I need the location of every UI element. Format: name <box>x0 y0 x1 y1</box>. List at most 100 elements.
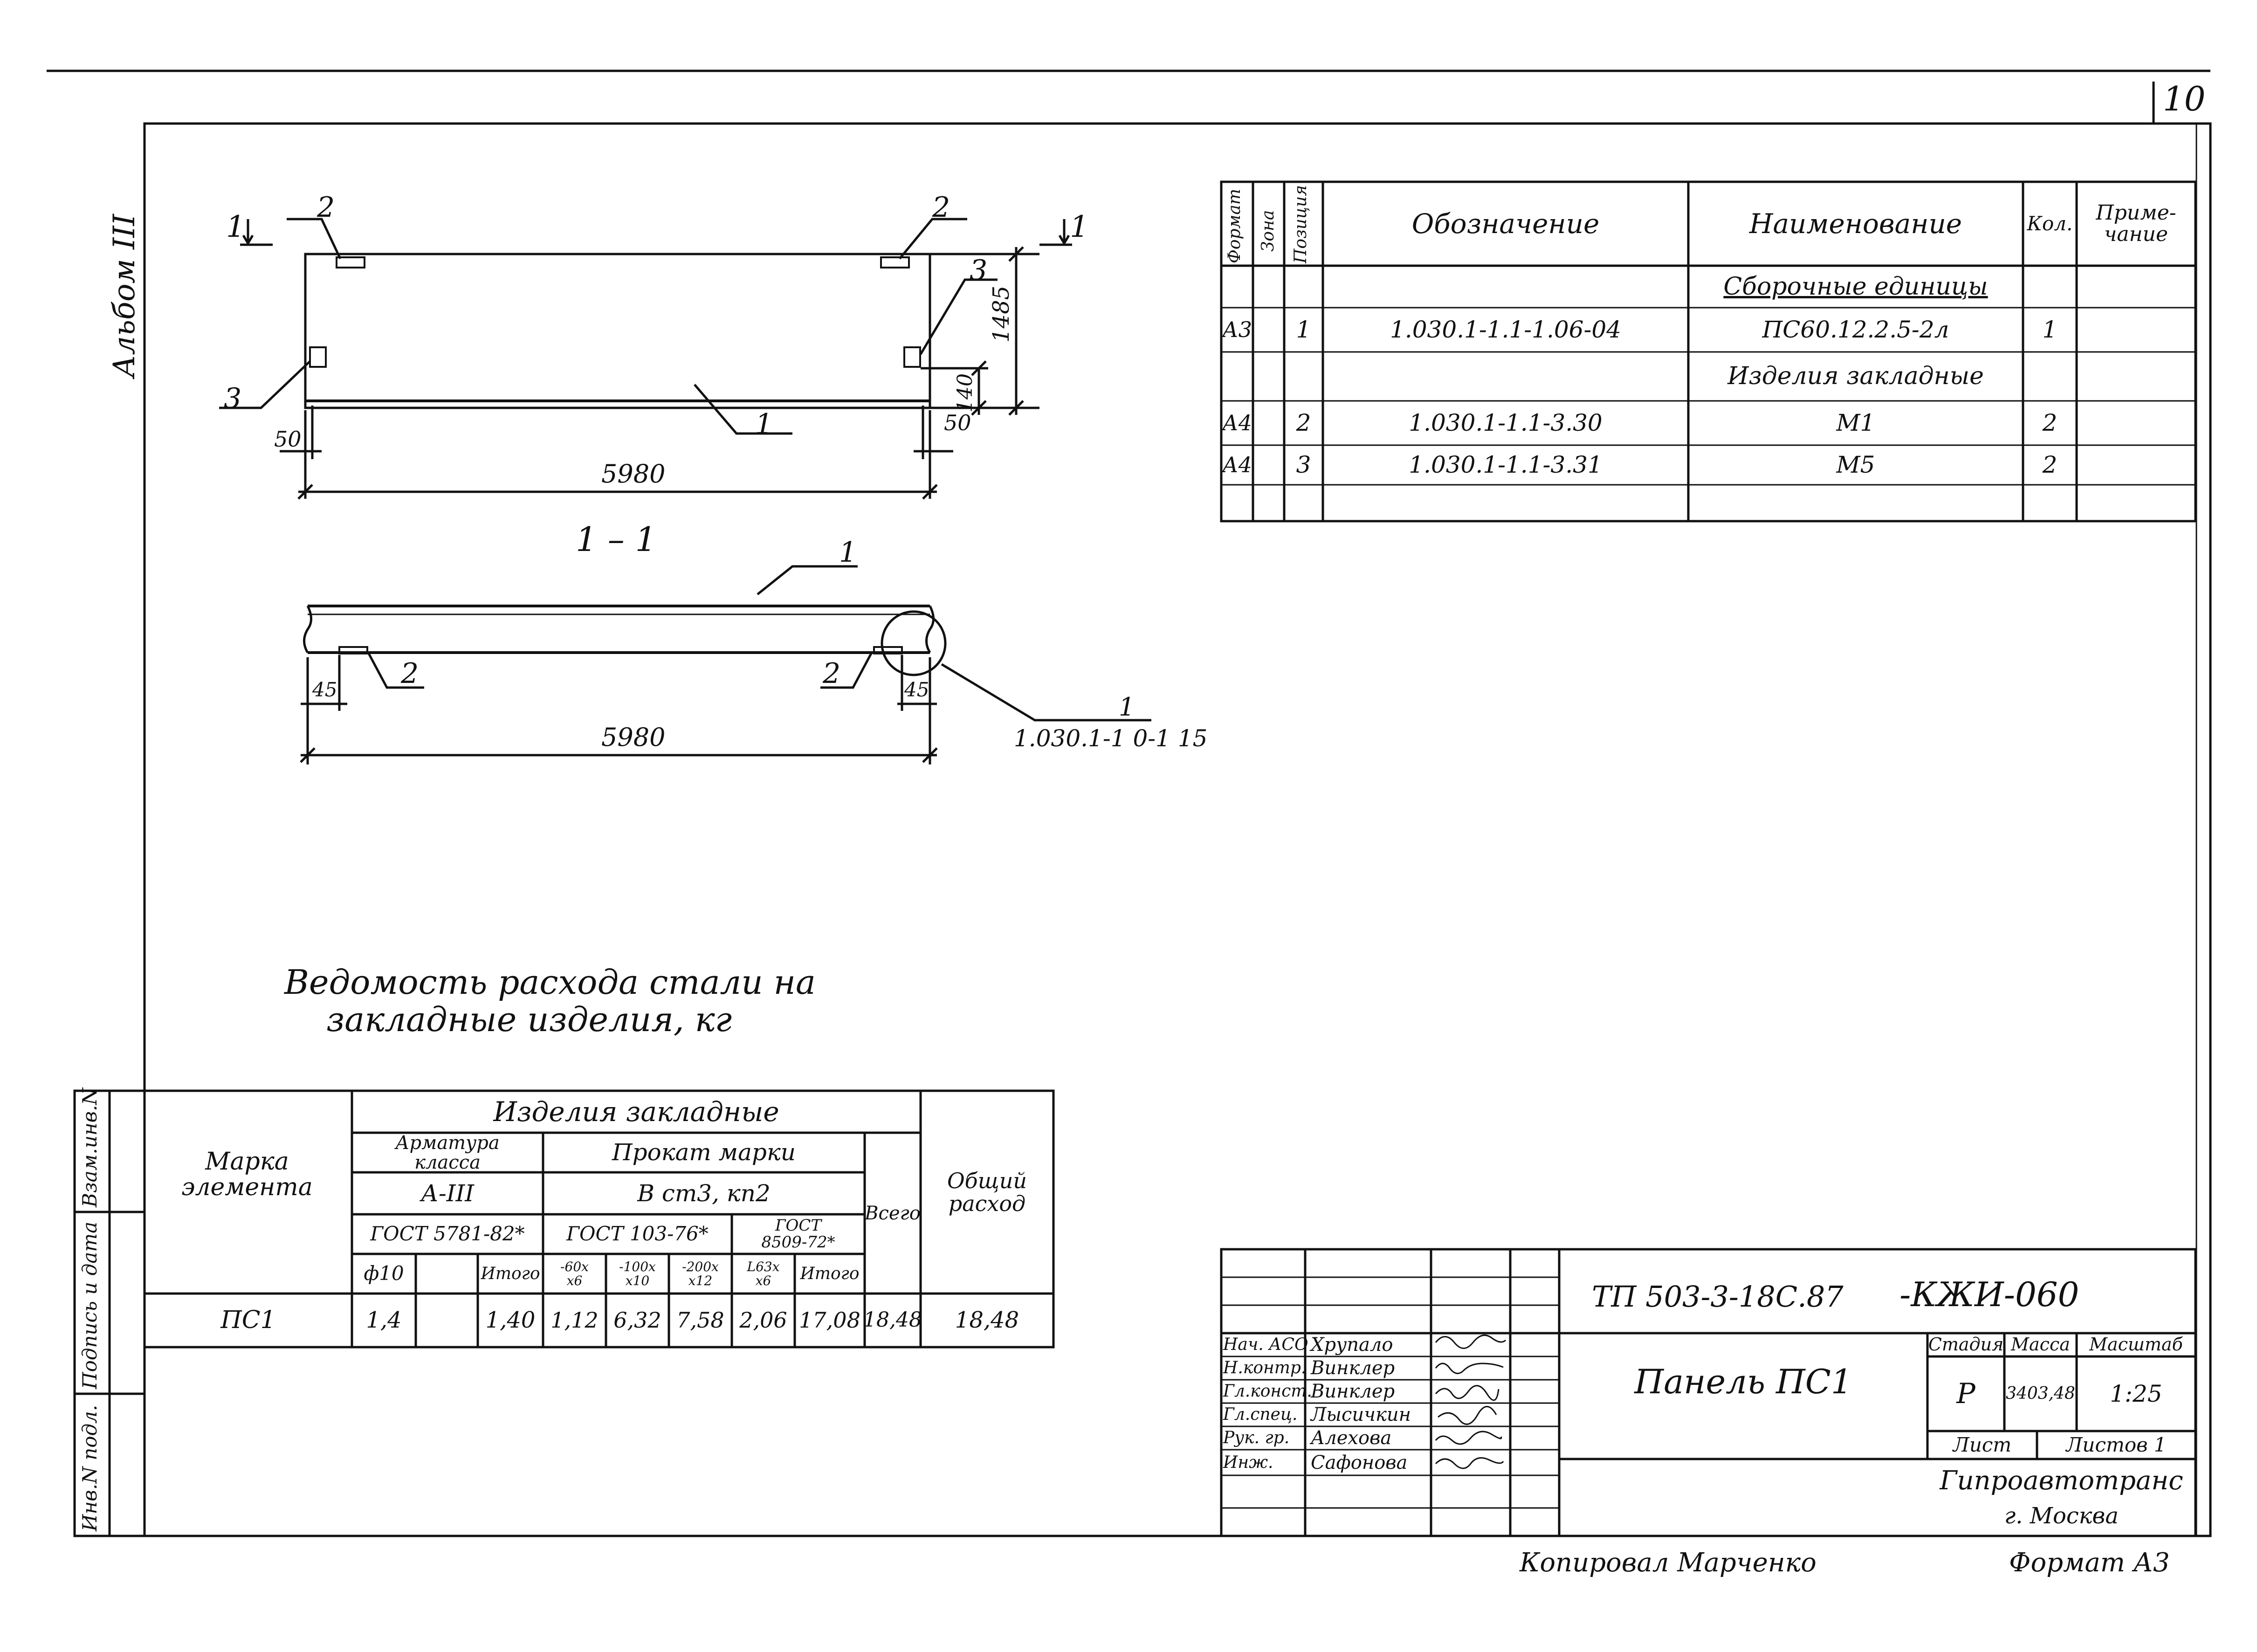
stamp-vzam: Взам.инв.N <box>78 1088 101 1207</box>
steel-row-total: 18,48 <box>863 1308 922 1332</box>
role-person: Винклер <box>1311 1381 1395 1402</box>
plan-pos-1: 1 <box>755 408 773 441</box>
plan-pos-2-left: 2 <box>317 191 335 224</box>
steel-h-l63x6: L63х х6 <box>747 1259 780 1288</box>
role-label: Гл.конст. <box>1223 1382 1312 1401</box>
album-label: Альбом III <box>107 214 142 378</box>
role-person: Алехова <box>1311 1427 1392 1449</box>
stage-label: Стадия <box>1928 1334 2004 1355</box>
steel-row-v60: 1,12 <box>550 1308 599 1333</box>
doc-code-suffix: -КЖИ-060 <box>1899 1275 2079 1314</box>
spec-row-pos: 2 <box>1296 409 1311 437</box>
copied-by: Копировал Марченко <box>1520 1548 1817 1578</box>
plan-pos-2-right: 2 <box>932 191 950 224</box>
page-number: 10 <box>2163 79 2206 118</box>
section-dim-45-right: 45 <box>904 678 929 701</box>
spec-row-format: А3 <box>1222 317 1252 343</box>
spec-h-note: Приме-чание <box>2096 200 2176 246</box>
role-label: Инж. <box>1223 1452 1273 1472</box>
sheets-label: Листов 1 <box>2066 1433 2167 1456</box>
steel-h-general: Общий расход <box>947 1168 1027 1216</box>
spec-row-pos: 1 <box>1296 316 1311 344</box>
node-ref-number: 1 <box>1119 692 1135 722</box>
steel-row-v200: 7,58 <box>676 1308 724 1333</box>
spec-row-qty: 2 <box>2042 409 2057 437</box>
spec-h-pos: Позиция <box>1291 185 1310 263</box>
steel-row-d10: 1,4 <box>366 1307 402 1334</box>
spec-row-qty: 2 <box>2042 451 2057 479</box>
item-name: Панель ПС1 <box>1634 1362 1852 1402</box>
scale-value: 1:25 <box>2110 1380 2162 1407</box>
role-person: Хрупало <box>1311 1334 1393 1356</box>
org-name: Гипроавтотранс <box>1940 1466 2183 1496</box>
scale-label: Масштаб <box>2089 1334 2183 1355</box>
mass-value: 3403,48 <box>2006 1384 2075 1404</box>
spec-row-designation: 1.030.1-1.1-1.06-04 <box>1390 316 1621 344</box>
spec-row-name: Сборочные единицы <box>1723 272 1988 301</box>
plan-dim-1485: 1485 <box>988 285 1014 343</box>
steel-h-100x10: -100х х10 <box>619 1259 656 1288</box>
steel-title-line2: закладные изделия, кг <box>326 1000 732 1039</box>
steel-h-total: Всего <box>865 1202 921 1224</box>
spec-row-designation: 1.030.1-1.1-3.31 <box>1409 451 1603 479</box>
doc-code: ТП 503-3-18С.87 <box>1592 1280 1844 1314</box>
steel-h-rebar: Арматура класса <box>395 1132 500 1173</box>
role-label: Рук. гр. <box>1223 1428 1290 1448</box>
role-label: Нач. АСО <box>1223 1335 1308 1355</box>
org-city: г. Москва <box>2004 1503 2119 1529</box>
spec-h-designation: Обозначение <box>1411 207 1600 240</box>
spec-row-format: А4 <box>1222 452 1252 478</box>
steel-h-items: Изделия закладные <box>493 1095 779 1128</box>
section-dim-length: 5980 <box>601 723 666 752</box>
section-title: 1 – 1 <box>576 520 657 559</box>
steel-row-itogo2: 17,08 <box>799 1308 860 1333</box>
stage-value: Р <box>1956 1377 1975 1410</box>
stamp-sign: Подпись и дата <box>78 1221 101 1389</box>
section-pos-2-right: 2 <box>823 657 841 690</box>
steel-h-itogo2: Итого <box>800 1264 860 1283</box>
mass-label: Масса <box>2011 1334 2070 1355</box>
plan-section-mark-right: 1 <box>1070 210 1089 244</box>
steel-row-vl63: 2,06 <box>739 1308 787 1333</box>
section-pos-1: 1 <box>839 536 857 569</box>
steel-row-general: 18,48 <box>955 1307 1019 1334</box>
spec-row-designation: 1.030.1-1.1-3.30 <box>1409 409 1603 437</box>
role-person: Лысичкин <box>1311 1404 1411 1425</box>
steel-h-gost2: ГОСТ 8509-72* <box>761 1216 835 1252</box>
section-pos-2-left: 2 <box>401 657 419 690</box>
role-label: Н.контр. <box>1223 1358 1307 1378</box>
signatures <box>1435 1334 1507 1469</box>
steel-h-200x12: -200х х12 <box>682 1259 719 1288</box>
stamp-inv: Инв.N подл. <box>78 1404 101 1531</box>
sheet-format: Формат А3 <box>2009 1548 2170 1578</box>
steel-row-itogo1: 1,40 <box>485 1307 536 1334</box>
steel-h-gost1: ГОСТ 103-76* <box>566 1222 709 1246</box>
steel-title-line1: Ведомость расхода стали на <box>284 963 816 1002</box>
title-block-lines <box>1220 1248 2197 1537</box>
node-ref-document: 1.030.1-1 0-1 15 <box>1014 725 1208 752</box>
steel-h-rebar-gost: ГОСТ 5781-82* <box>370 1222 525 1246</box>
steel-row-mark: ПС1 <box>220 1306 276 1335</box>
sheet-label: Лист <box>1953 1433 2012 1456</box>
plan-dim-50-right: 50 <box>944 410 971 435</box>
spec-row-name: М5 <box>1836 451 1875 479</box>
plan-pos-3-left: 3 <box>224 382 242 415</box>
spec-h-name: Наименование <box>1749 207 1962 240</box>
section-dim-45-left: 45 <box>312 678 337 701</box>
plan-pos-3-right: 3 <box>970 254 988 287</box>
steel-table-lines <box>143 1089 1055 1349</box>
spec-row-pos: 3 <box>1296 451 1311 479</box>
steel-h-mark: Марка элемента <box>181 1148 313 1201</box>
steel-h-d10: ф10 <box>364 1262 404 1285</box>
role-label: Гл.спец. <box>1223 1405 1298 1425</box>
spec-row-format: А4 <box>1222 410 1252 436</box>
steel-h-itogo1: Итого <box>481 1264 540 1283</box>
spec-row-name: М1 <box>1836 409 1875 437</box>
plan-dim-140: 140 <box>953 373 977 413</box>
spec-row-qty: 1 <box>2042 316 2057 344</box>
section-view <box>300 565 1151 764</box>
steel-h-60x6: -60х х6 <box>560 1259 589 1288</box>
spec-h-format: Формат <box>1225 188 1244 263</box>
spec-row-name: Изделия закладные <box>1727 362 1984 391</box>
